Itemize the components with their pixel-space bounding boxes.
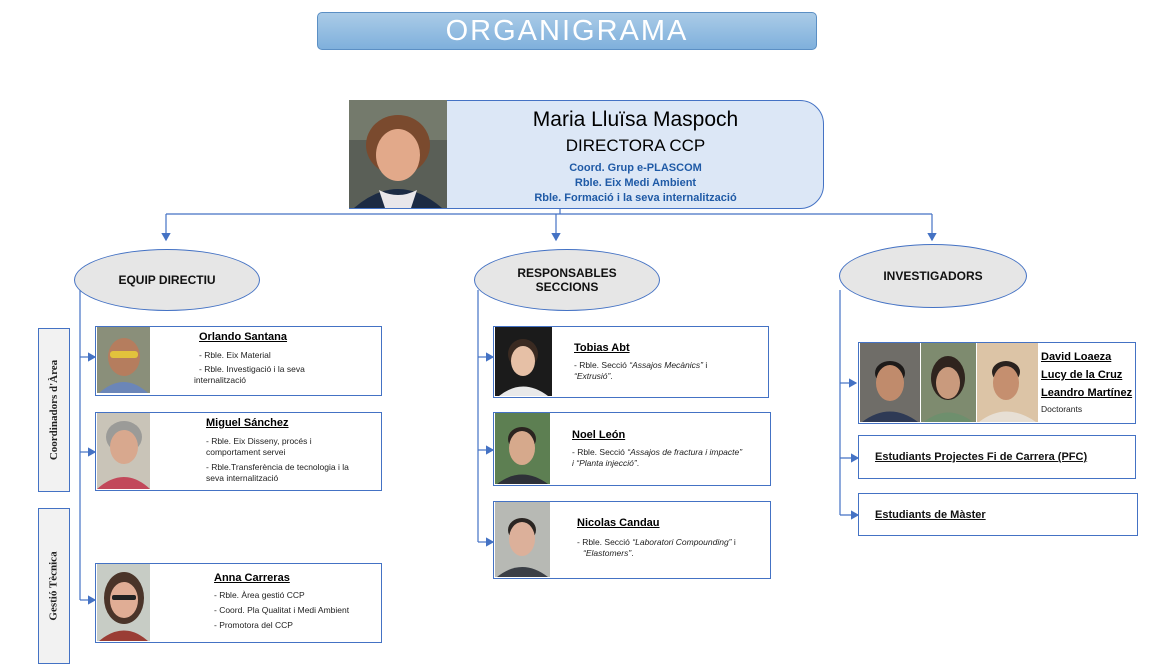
side-label-text: Gestió Tècnica (48, 551, 60, 621)
person-card-anna: Anna Carreras - Rble. Àrea gestió CCP - … (95, 563, 382, 643)
person-role-line: comportament servei (206, 447, 286, 457)
person-role-line: Doctorants (1041, 404, 1083, 414)
person-role-line: - Promotora del CCP (214, 620, 293, 630)
person-photo (97, 413, 150, 489)
group-responsables-seccions: RESPONSABLES SECCIONS (474, 249, 660, 311)
person-role-line: - Rble. Secció “Laboratori Compounding” … (577, 537, 767, 548)
page-title: ORGANIGRAMA (445, 14, 689, 47)
side-label-gestio: Gestió Tècnica (38, 508, 70, 664)
person-name: Anna Carreras (214, 572, 290, 584)
person-role-line: “Extrusió”. (574, 371, 764, 382)
section-name: “Assajos de fractura i impacte” (627, 447, 743, 457)
role-suffix: . (636, 458, 640, 468)
person-name: Lucy de la Cruz (1041, 369, 1123, 381)
side-label-text: Coordinadors d'Àrea (48, 359, 60, 461)
section-name: “Assajos Mecànics” (629, 360, 703, 370)
person-role-line: - Rble. Eix Material (199, 350, 271, 360)
director-line: Rble. Formació i la seva internalització (534, 192, 737, 204)
group-label: RESPONSABLES SECCIONS (517, 266, 617, 294)
director-line: Rble. Eix Medi Ambient (574, 177, 697, 189)
section-name: “Elastomers” (583, 548, 632, 558)
students-label: Estudiants de Màster (875, 508, 986, 521)
role-conjunction: i (702, 360, 708, 370)
person-role-line: “Elastomers”. (577, 548, 767, 559)
students-pfc-box: Estudiants Projectes Fi de Carrera (PFC) (858, 435, 1136, 479)
role-prefix: - Rble. Secció (572, 447, 628, 457)
group-label: INVESTIGADORS (883, 269, 983, 283)
person-role-line: - Rble. Eix Disseny, procés i (206, 436, 312, 446)
person-card-nicolas: Nicolas Candau - Rble. Secció “Laborator… (493, 501, 771, 579)
person-photo (97, 564, 150, 641)
group-label: EQUIP DIRECTIU (118, 273, 216, 287)
person-card-noel: Noel León - Rble. Secció “Assajos de fra… (493, 412, 771, 486)
role-conjunction: i (731, 537, 736, 547)
role-suffix: . (610, 371, 613, 381)
students-label: Estudiants Projectes Fi de Carrera (PFC) (875, 451, 1088, 463)
role-prefix: - Rble. Secció (577, 537, 633, 547)
person-photo (495, 327, 552, 396)
doctorants-photos (860, 343, 1038, 422)
person-name: David Loaeza (1041, 351, 1112, 363)
person-card-tobias: Tobias Abt - Rble. Secció “Assajos Mecàn… (493, 326, 769, 398)
person-role-line: seva internalització (206, 473, 279, 483)
person-name: Leandro Martínez (1041, 387, 1133, 399)
title-banner: ORGANIGRAMA (317, 12, 817, 50)
person-role-line: - Rble. Àrea gestió CCP (214, 590, 305, 600)
group-equip-directiu: EQUIP DIRECTIU (74, 249, 260, 311)
person-role-line: - Rble.Transferència de tecnologia i la (206, 462, 349, 472)
person-photo (97, 327, 150, 393)
role-suffix: . (631, 548, 634, 558)
person-role-line: i “Planta injecció”. (572, 458, 768, 469)
person-photo (495, 502, 550, 577)
person-role-line: - Rble. Secció “Assajos Mecànics” i (574, 360, 764, 371)
person-name: Nicolas Candau (577, 517, 660, 529)
person-role-line: - Coord. Pla Qualitat i Medi Ambient (214, 605, 350, 615)
person-card-orlando: Orlando Santana - Rble. Eix Material - R… (95, 326, 382, 396)
person-name: Miguel Sánchez (206, 417, 289, 429)
section-name: “Laboratori Compounding” (632, 537, 732, 547)
side-label-coordinadors: Coordinadors d'Àrea (38, 328, 70, 492)
director-role: DIRECTORA CCP (565, 136, 706, 155)
director-name: Maria Lluïsa Maspoch (532, 108, 739, 131)
person-photo (495, 413, 550, 484)
person-name: Tobias Abt (574, 342, 630, 354)
person-card-miguel: Miguel Sánchez - Rble. Eix Disseny, proc… (95, 412, 382, 491)
students-master-box: Estudiants de Màster (858, 493, 1138, 536)
group-investigadors: INVESTIGADORS (839, 244, 1027, 308)
doctorants-card: David Loaeza Lucy de la Cruz Leandro Mar… (858, 342, 1136, 424)
director-photo (349, 100, 447, 208)
person-role-line: - Rble. Investigació i la seva (199, 364, 305, 374)
director-line: Coord. Grup e-PLASCOM (569, 162, 702, 174)
section-name: “Extrusió” (574, 371, 611, 381)
director-info: Maria Lluïsa Maspoch DIRECTORA CCP Coord… (453, 108, 818, 206)
person-role-line: - Rble. Secció “Assajos de fractura i im… (572, 447, 768, 458)
person-role-line: internalització (194, 375, 246, 385)
person-name: Orlando Santana (199, 331, 288, 343)
section-name: i “Planta injecció” (572, 458, 637, 468)
person-name: Noel León (572, 429, 626, 441)
role-prefix: - Rble. Secció (574, 360, 630, 370)
